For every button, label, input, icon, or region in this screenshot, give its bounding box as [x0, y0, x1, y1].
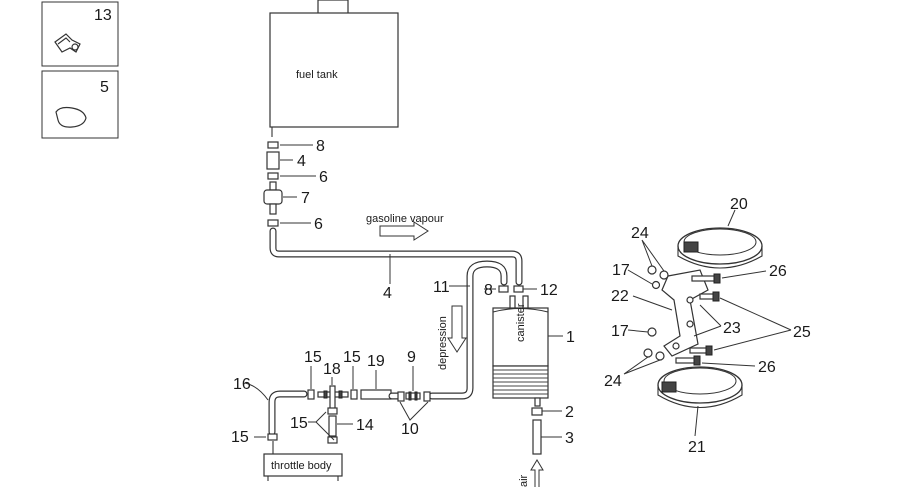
throttle-body: throttle body — [263, 441, 343, 481]
tank-hose-chain: 8 4 6 7 6 — [263, 138, 328, 233]
cap-icon — [55, 106, 87, 128]
inset-part-5: 5 — [41, 70, 119, 139]
callout-1: 1 — [566, 329, 575, 346]
vapour-flow-arrow — [379, 221, 429, 241]
callout-6: 6 — [319, 169, 328, 186]
callout-15: 15 — [343, 349, 361, 366]
fuel-tank: fuel tank — [269, 0, 399, 137]
depression-flow-arrow — [447, 305, 467, 353]
callout-23: 23 — [723, 320, 741, 337]
callout-17: 17 — [612, 262, 630, 279]
callout-7: 7 — [301, 190, 310, 207]
callout-25: 25 — [793, 324, 811, 341]
callout-8: 8 — [316, 138, 325, 155]
hose-16 — [268, 390, 308, 436]
vapour-hose — [269, 227, 523, 286]
throttle-body-label: throttle body — [271, 460, 332, 472]
callout-13: 13 — [94, 7, 112, 24]
depression-hose — [428, 260, 508, 400]
callout-22: 22 — [611, 288, 629, 305]
canister: canister — [492, 295, 549, 407]
callout-2: 2 — [565, 404, 574, 421]
callout-4: 4 — [297, 153, 306, 170]
callout-26: 26 — [758, 359, 776, 376]
callout-3: 3 — [565, 430, 574, 447]
callout-24: 24 — [631, 225, 649, 242]
fuel-tank-label: fuel tank — [296, 69, 338, 81]
callout-19: 19 — [367, 353, 385, 370]
clamp-icon — [54, 33, 81, 53]
callout-10: 10 — [401, 421, 419, 438]
bracket — [661, 269, 709, 357]
bolt-bottom — [675, 355, 701, 366]
bolt-lower — [689, 345, 713, 356]
t-piece — [317, 385, 349, 411]
callout-16: 16 — [233, 376, 251, 393]
callout-18: 18 — [323, 361, 341, 378]
callout-15: 15 — [304, 349, 322, 366]
air-flow-arrow — [530, 459, 544, 487]
callout-26: 26 — [769, 263, 787, 280]
depression-label: depression — [437, 316, 449, 370]
gasoline-vapour-label: gasoline vapour — [366, 213, 444, 225]
callout-6: 6 — [314, 216, 323, 233]
lower-clamp-band — [657, 366, 743, 409]
callout-17: 17 — [611, 323, 629, 340]
callout-11: 11 — [433, 279, 450, 296]
callout-15: 15 — [290, 415, 308, 432]
bolt-middle — [699, 291, 720, 302]
callout-5: 5 — [100, 79, 109, 96]
callout-20: 20 — [730, 196, 748, 213]
callout-14: 14 — [356, 417, 374, 434]
bolt-upper — [691, 273, 721, 284]
canister-label: canister — [515, 303, 527, 342]
callout-15: 15 — [231, 429, 249, 446]
upper-clamp-band — [677, 227, 763, 269]
check-valve — [263, 181, 283, 215]
callout-21: 21 — [688, 439, 706, 456]
callout-12: 12 — [540, 282, 558, 299]
callout-24: 24 — [604, 373, 622, 390]
restrictor — [405, 391, 421, 401]
air-label: air — [518, 474, 530, 487]
callout-4: 4 — [383, 285, 392, 302]
callout-8: 8 — [484, 282, 493, 299]
inset-part-13: 13 — [41, 1, 119, 67]
callout-9: 9 — [407, 349, 416, 366]
